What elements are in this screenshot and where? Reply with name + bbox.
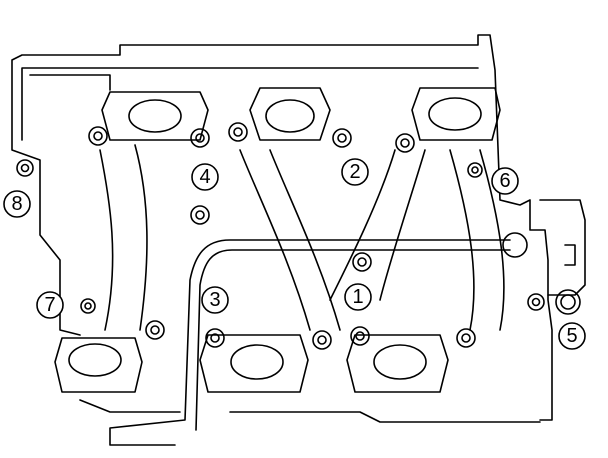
callout-3	[201, 286, 229, 314]
callout-label-1: 1	[352, 286, 363, 308]
bolt-extra	[88, 122, 581, 350]
manifold-bottom-edge	[79, 399, 541, 423]
lower-port-1	[54, 337, 143, 393]
manifold-top-rail	[21, 67, 479, 141]
callout-1	[344, 283, 372, 311]
upper-port-2	[249, 87, 331, 141]
callout-4	[191, 163, 219, 191]
runner-right	[449, 149, 505, 331]
bolt-4	[190, 128, 210, 148]
bolt-8	[16, 159, 34, 177]
bolt-2	[332, 128, 352, 148]
bolt-7	[80, 298, 96, 314]
bolt-1	[350, 326, 370, 346]
callout-5	[558, 322, 586, 350]
manifold-outline	[11, 34, 553, 421]
tube-fitting	[502, 232, 528, 258]
bolt-3	[205, 328, 225, 348]
lower-port-3	[346, 334, 449, 393]
callout-label-8: 8	[11, 193, 22, 215]
callout-label-7: 7	[44, 294, 55, 316]
runner-center-left	[239, 149, 341, 331]
callout-label-2: 2	[349, 161, 360, 183]
runner-center-right	[329, 149, 426, 301]
runner-left	[99, 144, 148, 331]
callout-label-6: 6	[499, 170, 510, 192]
bolt-6	[467, 162, 483, 178]
upper-port-1	[101, 91, 209, 141]
bolt-5	[527, 293, 545, 311]
callout-label-4: 4	[199, 166, 210, 188]
callout-8	[3, 190, 31, 218]
callout-label-5: 5	[566, 325, 577, 347]
callout-7	[36, 291, 64, 319]
crossover-tube	[109, 239, 511, 446]
callout-2	[341, 158, 369, 186]
callout-label-3: 3	[209, 289, 220, 311]
lower-port-2	[199, 334, 309, 393]
upper-port-3	[411, 87, 501, 141]
callout-6	[491, 167, 519, 195]
